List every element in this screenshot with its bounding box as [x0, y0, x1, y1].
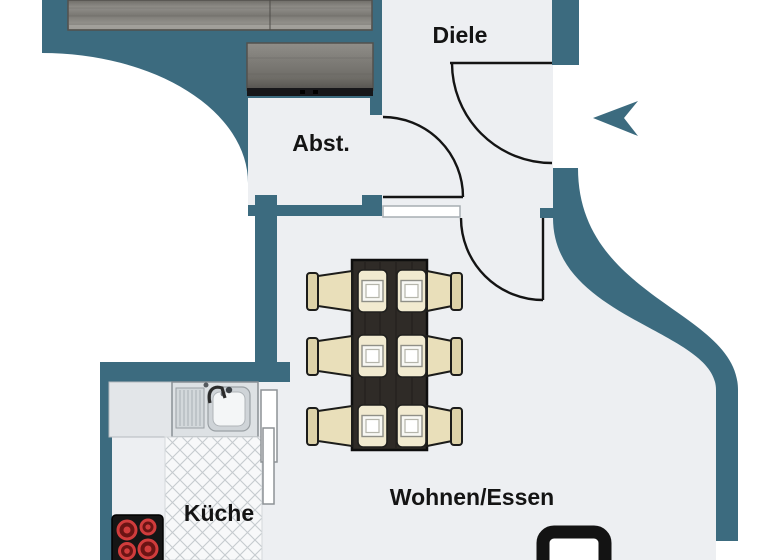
- cabinet-handle-icon: [313, 90, 318, 94]
- kitchen-sink: [171, 381, 259, 438]
- placemat: [357, 404, 388, 448]
- wall-kitchen-top: [100, 362, 290, 382]
- placemat: [357, 334, 388, 378]
- stove: [111, 514, 164, 560]
- placemat: [396, 269, 427, 313]
- dining-chair: [306, 334, 353, 378]
- fixed-door-panel: [382, 205, 461, 218]
- placemat: [357, 269, 388, 313]
- dining-chair: [426, 404, 463, 448]
- burner-icon: [116, 518, 159, 560]
- room-label-diele: Diele: [433, 22, 488, 48]
- dining-chair: [426, 334, 463, 378]
- sofa: [536, 525, 612, 560]
- sideboard-cabinet: [246, 42, 374, 96]
- kitchen-tall-cabinets: [260, 389, 278, 505]
- room-label-wohnen-essen: Wohnen/Essen: [390, 484, 554, 510]
- wall-abst-bottom: [248, 205, 382, 216]
- abst-door-swing: [382, 115, 465, 199]
- entrance-door-swing: [450, 61, 553, 165]
- room-label-kueche: Küche: [184, 500, 254, 526]
- tiled-floor: [164, 436, 263, 560]
- drainboard: [175, 387, 205, 429]
- living-door-swing: [382, 205, 545, 302]
- placemat: [396, 404, 427, 448]
- kitchen-counter: [108, 381, 173, 438]
- room-label-abst: Abst.: [292, 130, 350, 156]
- wardrobe: [67, 0, 373, 31]
- dining-chair: [306, 269, 353, 313]
- dining-chair: [306, 404, 353, 448]
- placemat: [396, 334, 427, 378]
- wall-right-curved: [540, 168, 738, 541]
- dining-chair: [426, 269, 463, 313]
- wall-entrance-top: [552, 0, 579, 65]
- entrance-arrow-icon: [593, 101, 638, 136]
- cabinet-handle-icon: [300, 90, 305, 94]
- wall-living-left: [255, 195, 277, 382]
- faucet-icon: [203, 382, 233, 404]
- wall-jamb: [362, 195, 382, 216]
